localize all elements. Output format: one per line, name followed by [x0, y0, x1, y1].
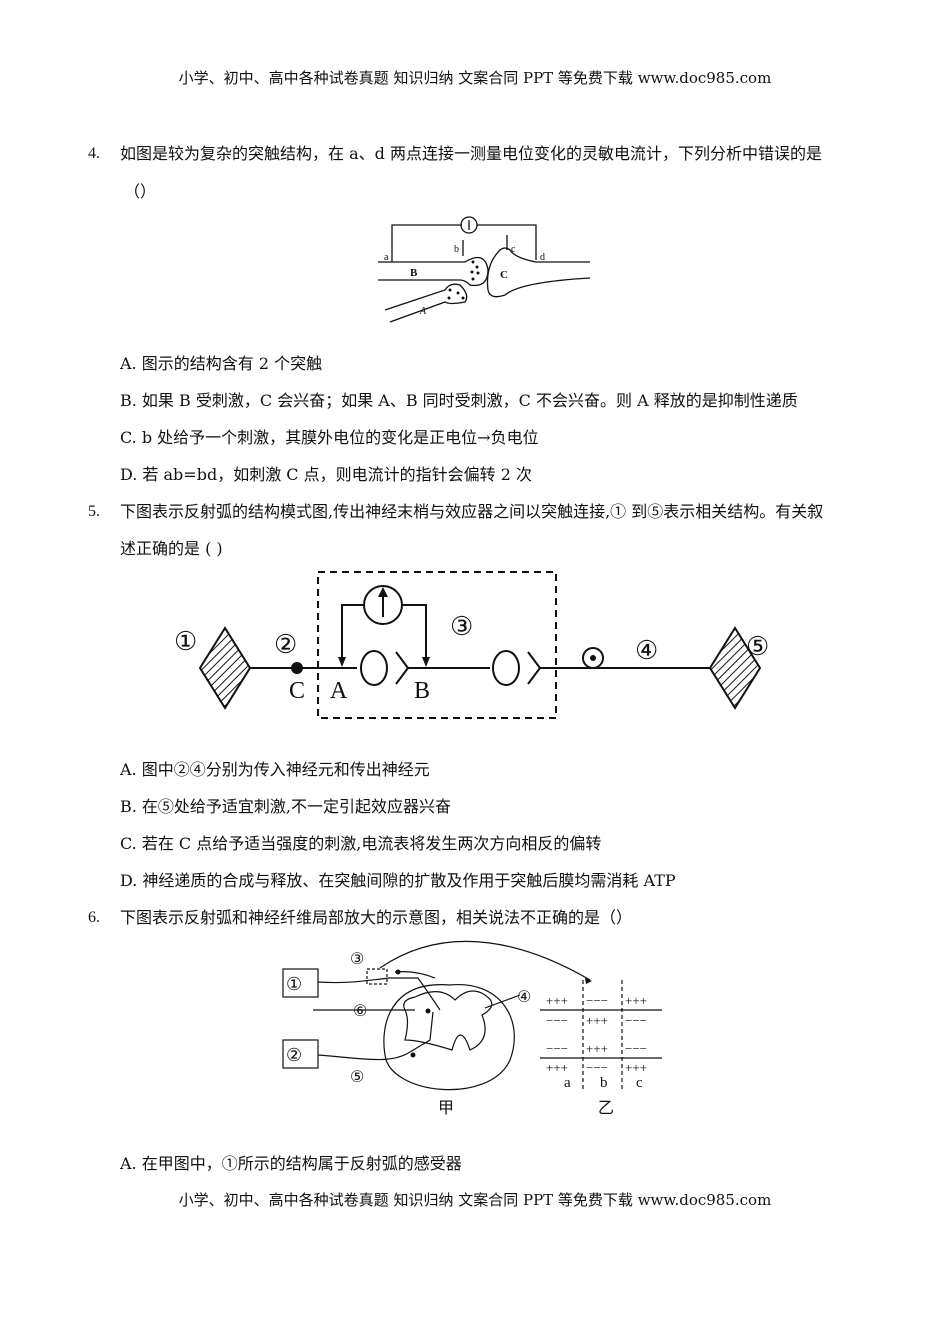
- label-A: A: [330, 678, 348, 704]
- charge-b-in2: +++: [586, 1041, 608, 1056]
- question-stem-line2: 述正确的是 ( ): [120, 539, 223, 558]
- option-b: B. 在⑤处给予适宜刺激,不一定引起效应器兴奋: [120, 797, 452, 816]
- label-5: ⑤: [746, 632, 769, 661]
- label-4: ④: [635, 636, 658, 665]
- option-d: D. 神经递质的合成与释放、在突触间隙的扩散及作用于突触后膜均需消耗 ATP: [120, 871, 676, 890]
- charge-a-in1: −−−: [546, 1013, 568, 1028]
- label-b: b: [600, 1075, 608, 1091]
- spinal-reflex-figure: ① ② ③ ④ ⑤ ⑥ 甲 乙 +++ −−− +++ −−− +++ −−− …: [282, 940, 662, 1117]
- label-b: b: [454, 244, 459, 255]
- label-3: ③: [450, 612, 473, 641]
- label-1: ①: [174, 627, 197, 656]
- label-yi: 乙: [598, 1100, 614, 1117]
- label-c: c: [636, 1075, 643, 1091]
- label-d: d: [540, 252, 545, 263]
- label-jia: 甲: [438, 1100, 454, 1117]
- label-6: ⑥: [353, 1003, 367, 1020]
- charge-c-top: +++: [625, 993, 647, 1008]
- question-number: 5.: [88, 503, 100, 520]
- charge-a-bot: +++: [546, 1060, 568, 1075]
- answer-paren: （）: [124, 182, 157, 201]
- label-a: a: [384, 252, 389, 263]
- label-c: c: [511, 244, 516, 255]
- charge-b-top: −−−: [586, 993, 608, 1008]
- label-2: ②: [286, 1045, 302, 1065]
- label-3: ③: [350, 951, 364, 968]
- label-1: ①: [286, 974, 302, 994]
- charge-a-in2: −−−: [546, 1041, 568, 1056]
- label-2: ②: [274, 630, 297, 659]
- charge-c-in1: −−−: [625, 1013, 647, 1028]
- label-5: ⑤: [350, 1069, 364, 1086]
- label-4: ④: [517, 989, 531, 1006]
- question-number: 4.: [88, 145, 100, 162]
- label-A: A: [419, 306, 427, 317]
- option-a: A. 在甲图中，①所示的结构属于反射弧的感受器: [120, 1154, 462, 1173]
- option-c: C. b 处给予一个刺激，其膜外电位的变化是正电位→负电位: [120, 428, 539, 447]
- page-header: 小学、初中、高中各种试卷真题 知识归纳 文案合同 PPT 等免费下载 www.d…: [178, 69, 772, 87]
- charge-b-in1: +++: [586, 1013, 608, 1028]
- option-a: A. 图示的结构含有 2 个突触: [120, 354, 323, 373]
- question-stem: 下图表示反射弧的结构模式图,传出神经末梢与效应器之间以突触连接,① 到⑤表示相关…: [120, 502, 824, 521]
- label-C: C: [289, 678, 305, 704]
- label-B: B: [410, 267, 418, 279]
- label-B: B: [414, 678, 430, 704]
- charge-a-top: +++: [546, 993, 568, 1008]
- synapse-figure: a b c d B C A: [378, 216, 591, 323]
- label-C: C: [500, 269, 508, 281]
- option-a: A. 图中②④分别为传入神经元和传出神经元: [120, 760, 430, 779]
- charge-c-bot: +++: [625, 1060, 647, 1075]
- option-d: D. 若 ab=bd，如刺激 C 点，则电流计的指针会偏转 2 次: [120, 465, 532, 484]
- question-number: 6.: [88, 909, 100, 926]
- reflex-arc-figure: ① ② ③ ④ ⑤ C A B: [174, 571, 769, 719]
- question-stem: 如图是较为复杂的突触结构，在 a、d 两点连接一测量电位变化的灵敏电流计，下列分…: [120, 144, 822, 163]
- question-stem: 下图表示反射弧和神经纤维局部放大的示意图，相关说法不正确的是（）: [120, 908, 633, 927]
- option-c: C. 若在 C 点给予适当强度的刺激,电流表将发生两次方向相反的偏转: [120, 834, 602, 853]
- option-b: B. 如果 B 受刺激，C 会兴奋；如果 A、B 同时受刺激，C 不会兴奋。则 …: [120, 391, 798, 410]
- page-footer: 小学、初中、高中各种试卷真题 知识归纳 文案合同 PPT 等免费下载 www.d…: [178, 1191, 772, 1209]
- charge-b-bot: −−−: [586, 1060, 608, 1075]
- charge-c-in2: −−−: [625, 1041, 647, 1056]
- label-a: a: [564, 1075, 571, 1091]
